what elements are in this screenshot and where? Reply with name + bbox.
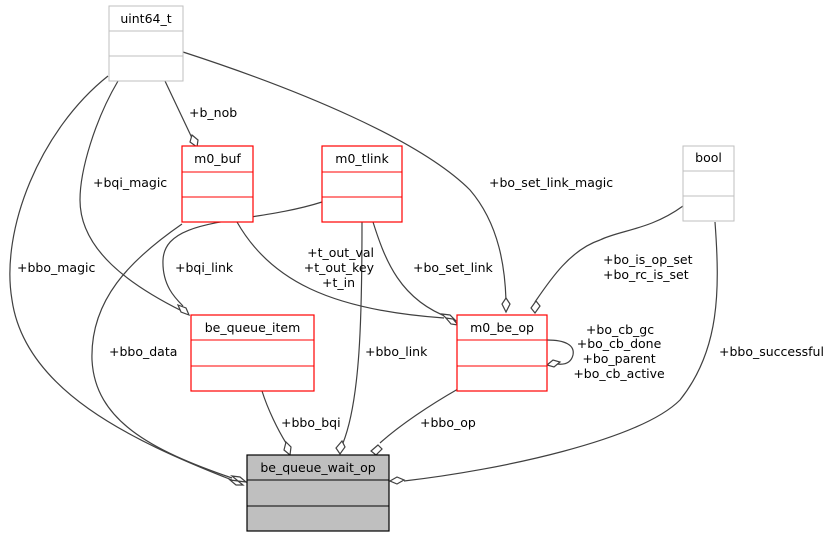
- edge-bbo-bqi: [261, 390, 287, 444]
- edge-label: +bbo_bqi: [281, 415, 341, 430]
- edge-bbo-data: [91, 223, 233, 479]
- node-title: be_queue_wait_op: [260, 460, 375, 475]
- edge-bbo-link: [342, 221, 363, 444]
- edge-label: +bbo_link: [365, 344, 428, 359]
- edge-label: +bo_set_link_magic: [489, 175, 613, 190]
- node-uint64-t[interactable]: uint64_t: [108, 5, 184, 82]
- edge-labels: +b_nob +bqi_magic +bo_set_link_magic +bb…: [17, 105, 824, 430]
- edge-label: +bo_set_link: [413, 260, 494, 275]
- edge-label: +bqi_magic: [93, 175, 167, 190]
- node-title: uint64_t: [120, 11, 171, 26]
- edge-bqi-magic: [79, 80, 183, 312]
- diamond-icon: [501, 296, 511, 314]
- edge-label: +bo_rc_is_set: [603, 267, 689, 282]
- diamond-icon: [545, 359, 562, 368]
- node-title: be_queue_item: [205, 320, 301, 335]
- edge-label: +bo_parent: [582, 351, 655, 366]
- diamond-icon: [335, 439, 346, 456]
- edge-label: +bqi_link: [175, 260, 234, 275]
- edge-label: +b_nob: [189, 105, 237, 120]
- edge-m0-be-op-self: [546, 339, 574, 365]
- edge-label: +bbo_magic: [17, 260, 95, 275]
- node-bool[interactable]: bool: [682, 145, 735, 222]
- edge-label: +bo_cb_done: [577, 336, 662, 351]
- node-title: m0_buf: [194, 151, 241, 166]
- diamond-icon: [228, 479, 245, 486]
- edge-label: +bo_cb_active: [573, 366, 665, 381]
- edge-label: +bo_cb_gc: [586, 322, 654, 337]
- aggregation-diamonds: [176, 133, 562, 486]
- edge-b-nob: [164, 80, 193, 139]
- node-title: m0_tlink: [335, 151, 389, 166]
- node-title: bool: [695, 150, 722, 165]
- diamond-icon: [230, 475, 248, 483]
- diamond-icon: [388, 476, 406, 485]
- diamond-icon: [530, 300, 541, 314]
- edge-label: +t_out_val: [307, 245, 374, 260]
- edge-bo-set-link: [372, 221, 451, 319]
- edges: [9, 51, 718, 482]
- edge-bbo-successful: [403, 221, 718, 482]
- edge-bo-is-op-set: [534, 205, 684, 303]
- edge-label: +bbo_data: [109, 344, 177, 359]
- diamond-icon: [370, 444, 383, 456]
- edge-label: +t_in: [322, 275, 355, 290]
- node-m0-buf[interactable]: m0_buf: [181, 145, 254, 223]
- diamond-icon: [176, 303, 191, 317]
- edge-label: +bbo_successful: [719, 344, 824, 359]
- diamond-icon: [189, 133, 199, 149]
- node-be-queue-wait-op[interactable]: be_queue_wait_op: [246, 454, 390, 532]
- edge-label: +bbo_op: [420, 415, 476, 430]
- node-be-queue-item[interactable]: be_queue_item: [190, 314, 315, 392]
- node-m0-be-op[interactable]: m0_be_op: [456, 314, 548, 392]
- edge-t-out: [236, 221, 445, 319]
- edge-bbo-magic: [9, 75, 233, 481]
- edge-bo-set-link-magic: [182, 51, 507, 301]
- edge-label: +bo_is_op_set: [603, 252, 693, 267]
- edge-bqi-link: [162, 201, 323, 307]
- edge-label: +t_out_key: [304, 260, 375, 275]
- node-title: m0_be_op: [470, 320, 534, 335]
- node-m0-tlink[interactable]: m0_tlink: [321, 145, 403, 223]
- diamond-icon: [283, 440, 292, 457]
- edge-bbo-op: [379, 388, 459, 444]
